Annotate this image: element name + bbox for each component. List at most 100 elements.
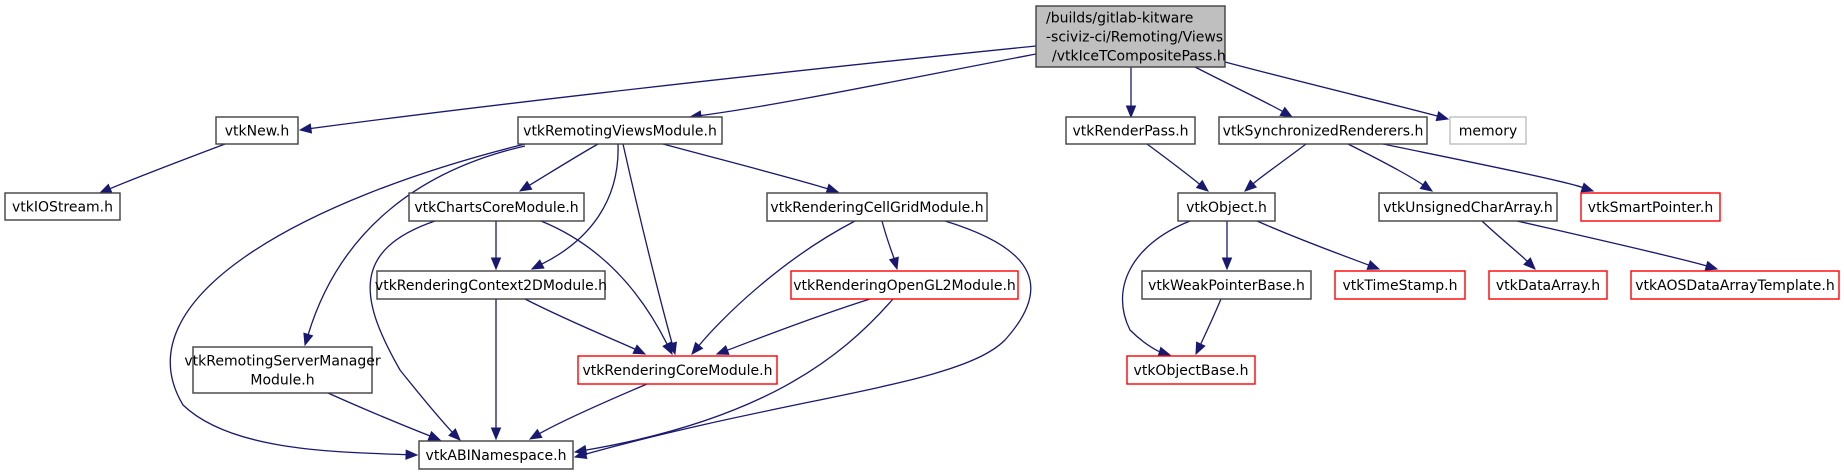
edge-line <box>1224 61 1438 117</box>
edge-line <box>585 298 894 451</box>
edge-vtk-synchronized-renderers-to-vtk-smart-pointer <box>1382 143 1595 193</box>
node-label: vtkRenderingContext2DModule.h <box>375 278 607 294</box>
node-label: vtkRenderPass.h <box>1072 124 1188 140</box>
edge-vtk-rendering-core-module-to-vtk-abinamespace <box>528 383 648 440</box>
edge-vtk-charts-core-module-to-vtk-rendering-core-module <box>540 220 673 356</box>
node-label: vtkTimeStamp.h <box>1343 278 1458 294</box>
edge-root-to-vtk-render-pass <box>1125 67 1137 119</box>
edge-line <box>1256 220 1369 266</box>
edge-vtk-rendering-open-gl2-module-to-vtk-abinamespace <box>573 298 894 456</box>
node-box <box>1218 116 1428 145</box>
arrowhead-icon <box>573 444 588 456</box>
edge-line <box>1200 298 1222 345</box>
edge-line <box>529 143 599 186</box>
node-vtk-remoting-views-module[interactable]: vtkRemotingViewsModule.h <box>517 116 723 145</box>
node-label: vtkObjectBase.h <box>1134 363 1249 379</box>
node-label: vtkIOStream.h <box>12 200 113 216</box>
edge-line <box>881 220 895 259</box>
node-label: vtkDataArray.h <box>1496 278 1600 294</box>
node-box <box>766 192 988 222</box>
edge-vtk-remoting-views-module-to-vtk-rendering-cell-grid-module <box>662 143 840 194</box>
node-label: vtkRenderingOpenGL2Module.h <box>793 278 1016 294</box>
node-label: vtkSmartPointer.h <box>1588 200 1713 216</box>
node-vtk-charts-core-module[interactable]: vtkChartsCoreModule.h <box>408 192 585 222</box>
edge-vtk-render-pass-to-vtk-object <box>1146 143 1210 192</box>
node-box <box>4 192 121 221</box>
arrowhead-icon <box>1419 180 1434 192</box>
arrowhead-icon <box>632 344 647 355</box>
arrowhead-icon <box>530 259 545 270</box>
edge-root-to-memory <box>1224 61 1450 122</box>
node-vtk-rendering-context2-dmodule[interactable]: vtkRenderingContext2DModule.h <box>375 270 607 300</box>
node-memory: memory <box>1449 116 1527 145</box>
edge-vtk-rendering-cell-grid-module-to-vtk-abinamespace <box>573 220 1032 459</box>
edge-line <box>1347 143 1424 186</box>
edge-vtk-remoting-views-module-to-vtk-rendering-context2-dmodule <box>530 143 619 270</box>
node-vtk-new[interactable]: vtkNew.h <box>215 116 299 145</box>
edge-line <box>327 392 431 437</box>
node-label: vtkRenderingCellGridModule.h <box>770 200 983 216</box>
node-vtk-iostream[interactable]: vtkIOStream.h <box>4 192 121 221</box>
edge-vtk-remoting-views-module-to-vtk-abinamespace <box>169 143 526 460</box>
edge-vtk-new-to-vtk-iostream <box>98 143 226 194</box>
node-vtk-smart-pointer[interactable]: vtkSmartPointer.h <box>1580 192 1721 222</box>
arrowhead-icon <box>825 183 840 194</box>
node-label: -sciviz-ci/Remoting/Views <box>1046 30 1223 46</box>
edge-vtk-rendering-context2-dmodule-to-vtk-rendering-core-module <box>524 298 647 355</box>
node-vtk-data-array[interactable]: vtkDataArray.h <box>1488 270 1608 300</box>
arrowhead-icon <box>1523 257 1536 270</box>
node-vtk-object[interactable]: vtkObject.h <box>1177 192 1276 222</box>
edge-line <box>109 143 226 190</box>
edge-vtk-charts-core-module-to-vtk-abinamespace <box>369 220 461 441</box>
arrowhead-icon <box>1195 341 1206 356</box>
node-label: /vtkIceTCompositePass.h <box>1052 49 1226 65</box>
arrowhead-icon <box>1195 179 1210 192</box>
node-box <box>1488 270 1608 300</box>
arrowhead-icon <box>490 427 502 441</box>
edge-vtk-rendering-context2-dmodule-to-vtk-abinamespace <box>490 299 502 441</box>
node-label: vtkUnsignedCharArray.h <box>1383 200 1552 216</box>
edge-line <box>1516 220 1707 267</box>
nodes-layer: /builds/gitlab-kitware-sciviz-ci/Remotin… <box>4 5 1840 470</box>
node-vtk-object-base[interactable]: vtkObjectBase.h <box>1126 355 1256 385</box>
node-vtk-abinamespace[interactable]: vtkABINamespace.h <box>418 440 574 470</box>
edge-line <box>585 220 1032 455</box>
node-vtk-weak-pointer-base[interactable]: vtkWeakPointerBase.h <box>1141 270 1312 300</box>
arrowhead-icon <box>528 428 543 440</box>
edge-vtk-remoting-server-manager-module-to-vtk-abinamespace <box>327 392 442 441</box>
root-node: /builds/gitlab-kitware-sciviz-ci/Remotin… <box>1035 5 1226 68</box>
node-vtk-aosdata-array-template[interactable]: vtkAOSDataArrayTemplate.h <box>1630 270 1840 300</box>
node-box <box>1378 192 1558 222</box>
edge-vtk-remoting-views-module-to-vtk-charts-core-module <box>518 143 599 192</box>
node-vtk-time-stamp[interactable]: vtkTimeStamp.h <box>1334 270 1466 300</box>
node-vtk-rendering-cell-grid-module[interactable]: vtkRenderingCellGridModule.h <box>766 192 988 222</box>
arrowhead-icon <box>427 430 442 441</box>
arrowhead-icon <box>490 257 502 271</box>
edge-line <box>524 298 636 350</box>
node-box <box>1065 116 1196 145</box>
edge-line <box>698 220 856 346</box>
edge-vtk-object-to-vtk-time-stamp <box>1256 220 1381 270</box>
edge-line <box>541 143 619 265</box>
node-box <box>1580 192 1721 222</box>
arrowhead-icon <box>1244 179 1258 192</box>
edge-line <box>540 220 668 345</box>
edges-layer <box>98 45 1719 460</box>
node-label: vtkRemotingViewsModule.h <box>523 124 717 140</box>
arrowhead-icon <box>1157 346 1172 357</box>
edge-line <box>1382 143 1583 189</box>
node-box <box>192 346 373 394</box>
arrowhead-icon <box>691 341 704 356</box>
node-vtk-rendering-open-gl2-module[interactable]: vtkRenderingOpenGL2Module.h <box>790 270 1019 300</box>
node-label: vtkNew.h <box>225 124 289 140</box>
node-label: vtkAOSDataArrayTemplate.h <box>1635 278 1834 294</box>
node-vtk-synchronized-renderers[interactable]: vtkSynchronizedRenderers.h <box>1218 116 1428 145</box>
node-vtk-render-pass[interactable]: vtkRenderPass.h <box>1065 116 1196 145</box>
arrowhead-icon <box>448 428 461 441</box>
node-vtk-rendering-core-module[interactable]: vtkRenderingCoreModule.h <box>577 355 778 385</box>
node-box <box>1035 5 1226 68</box>
node-vtk-unsigned-char-array[interactable]: vtkUnsignedCharArray.h <box>1378 192 1558 222</box>
arrowhead-icon <box>298 123 313 134</box>
